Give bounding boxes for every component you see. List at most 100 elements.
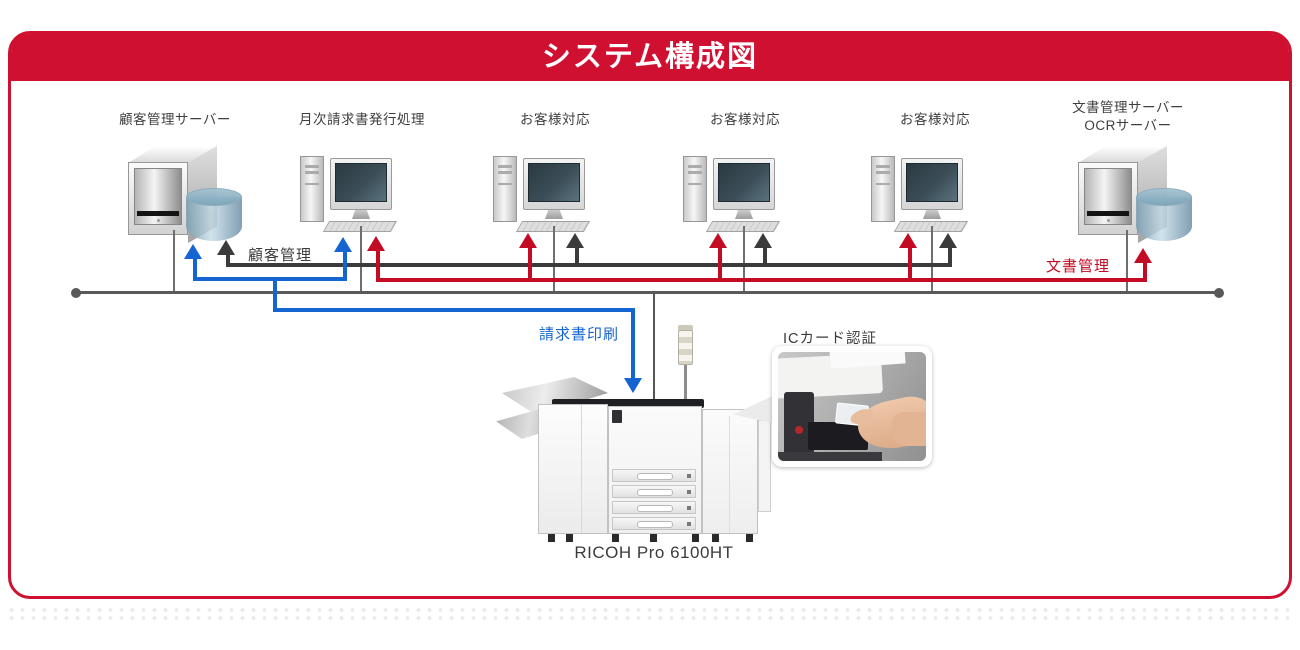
server-icon-customer-mgmt	[128, 146, 253, 246]
photo-reader-button	[795, 426, 803, 434]
photo-arm	[892, 412, 926, 446]
server-panel	[134, 168, 182, 225]
drawer-handle	[637, 505, 673, 512]
arrow-down-blue-printer	[624, 378, 642, 393]
monitor-screen	[718, 163, 770, 202]
arrow-up-red-pc2	[519, 233, 537, 248]
desktop-pc-icon-support-3	[869, 150, 969, 234]
ic-card-auth-label: ICカード認証	[783, 331, 877, 347]
flow-doc-mgmt-hline	[376, 278, 1147, 282]
arrow-up-black-pc3	[754, 233, 772, 248]
monitor-stand	[545, 210, 563, 219]
desktop-pc-icon-support-2	[681, 150, 781, 234]
flow-invoice-vline-printer	[631, 308, 635, 380]
ic-card-photo	[778, 352, 926, 461]
arrow-up-red-server2	[1134, 248, 1152, 263]
flow-invoice-stub-server1	[193, 257, 197, 281]
printer-wheel	[650, 534, 657, 542]
monitor-icon	[901, 158, 963, 210]
server-power-led	[1107, 219, 1111, 222]
printer-wheel	[692, 534, 699, 542]
drop-line-pc4	[931, 226, 933, 292]
monitor-screen	[528, 163, 580, 202]
server-drive-slot	[1087, 211, 1129, 216]
flow-invoice-hline-lower	[273, 308, 635, 312]
pc-tower	[300, 156, 324, 222]
drawer-latch	[687, 490, 691, 494]
database-icon	[186, 188, 242, 246]
printer-control-panel	[612, 410, 622, 423]
flow-customer-mgmt-stub-pc2	[575, 246, 579, 265]
label-customer-support-pc-1: お客様対応	[520, 112, 590, 127]
flow-label-doc-mgmt: 文書管理	[1046, 258, 1111, 275]
pc-tower	[871, 156, 895, 222]
doc-server-line2: OCRサーバー	[1084, 118, 1172, 133]
paper-drawer	[612, 485, 696, 498]
server-power-led	[157, 219, 161, 222]
arrow-up-black-pc4	[939, 233, 957, 248]
arrow-up-blue-server1	[184, 244, 202, 259]
database-icon	[1136, 188, 1192, 246]
bus-endpoint-right	[1214, 288, 1224, 298]
bus-endpoint-left	[71, 288, 81, 298]
pc-tower	[493, 156, 517, 222]
arrow-up-blue-pc1	[334, 237, 352, 252]
flow-doc-mgmt-stub-pc3	[718, 246, 722, 278]
paper-drawer	[612, 517, 696, 530]
printer-wheel	[712, 534, 719, 542]
drop-line-pc1	[360, 226, 362, 292]
paper-drawer	[612, 469, 696, 482]
feeder-seam	[729, 416, 730, 533]
side-unit	[758, 420, 771, 512]
pc-tower	[683, 156, 707, 222]
monitor-icon	[713, 158, 775, 210]
monitor-stand	[923, 210, 941, 219]
doc-server-line1: 文書管理サーバー	[1072, 100, 1184, 115]
photo-machine-base	[778, 452, 882, 461]
server-panel	[1084, 168, 1132, 225]
flow-customer-mgmt-stub-pc4	[948, 246, 952, 267]
label-customer-mgmt-server: 顧客管理サーバー	[119, 112, 231, 127]
drop-line-server1	[173, 230, 175, 292]
watermark-pattern	[6, 606, 1294, 623]
server-drive-slot	[137, 211, 179, 216]
signal-light-cap	[678, 325, 693, 331]
flow-doc-mgmt-stub-pc1	[376, 249, 380, 280]
arrow-up-red-pc3	[709, 233, 727, 248]
page-title: システム構成図	[541, 41, 759, 73]
monitor-icon	[523, 158, 585, 210]
signal-light-icon	[678, 330, 693, 365]
flow-doc-mgmt-stub-pc4	[908, 246, 912, 278]
printer-top-strip	[552, 399, 704, 408]
signal-light-pole	[684, 365, 687, 404]
arrow-up-black-server1	[217, 240, 235, 255]
desktop-pc-icon-monthly-invoice	[298, 150, 398, 234]
drop-line-pc2	[553, 226, 555, 292]
desktop-pc-icon-support-1	[491, 150, 591, 234]
network-bus-line	[75, 291, 1220, 294]
flow-doc-mgmt-stub-pc2	[528, 246, 532, 278]
flow-label-invoice-print: 請求書印刷	[539, 326, 620, 343]
label-monthly-invoice-pc: 月次請求書発行処理	[299, 112, 425, 127]
label-customer-support-pc-2: お客様対応	[710, 112, 780, 127]
drop-line-printer	[653, 294, 655, 400]
monitor-screen	[906, 163, 958, 202]
cabinet-seam	[581, 405, 582, 533]
flow-label-customer-mgmt: 顧客管理	[248, 247, 313, 264]
printer-wheel	[746, 534, 753, 542]
printer-wheel	[566, 534, 573, 542]
drop-line-pc3	[743, 226, 745, 292]
monitor-stand	[352, 210, 370, 219]
printer-illustration	[496, 325, 775, 543]
arrow-up-red-pc1	[367, 236, 385, 251]
drawer-handle	[637, 521, 673, 528]
flow-invoice-hline-upper	[193, 277, 347, 281]
drawer-handle	[637, 473, 673, 480]
server-icon-doc-mgmt	[1078, 146, 1203, 246]
database-top	[186, 188, 242, 206]
printer-model-label: RICOH Pro 6100HT	[574, 543, 734, 562]
flow-doc-mgmt-stub-server2	[1143, 261, 1147, 280]
database-top	[1136, 188, 1192, 206]
ic-card-photo-frame	[772, 346, 932, 467]
